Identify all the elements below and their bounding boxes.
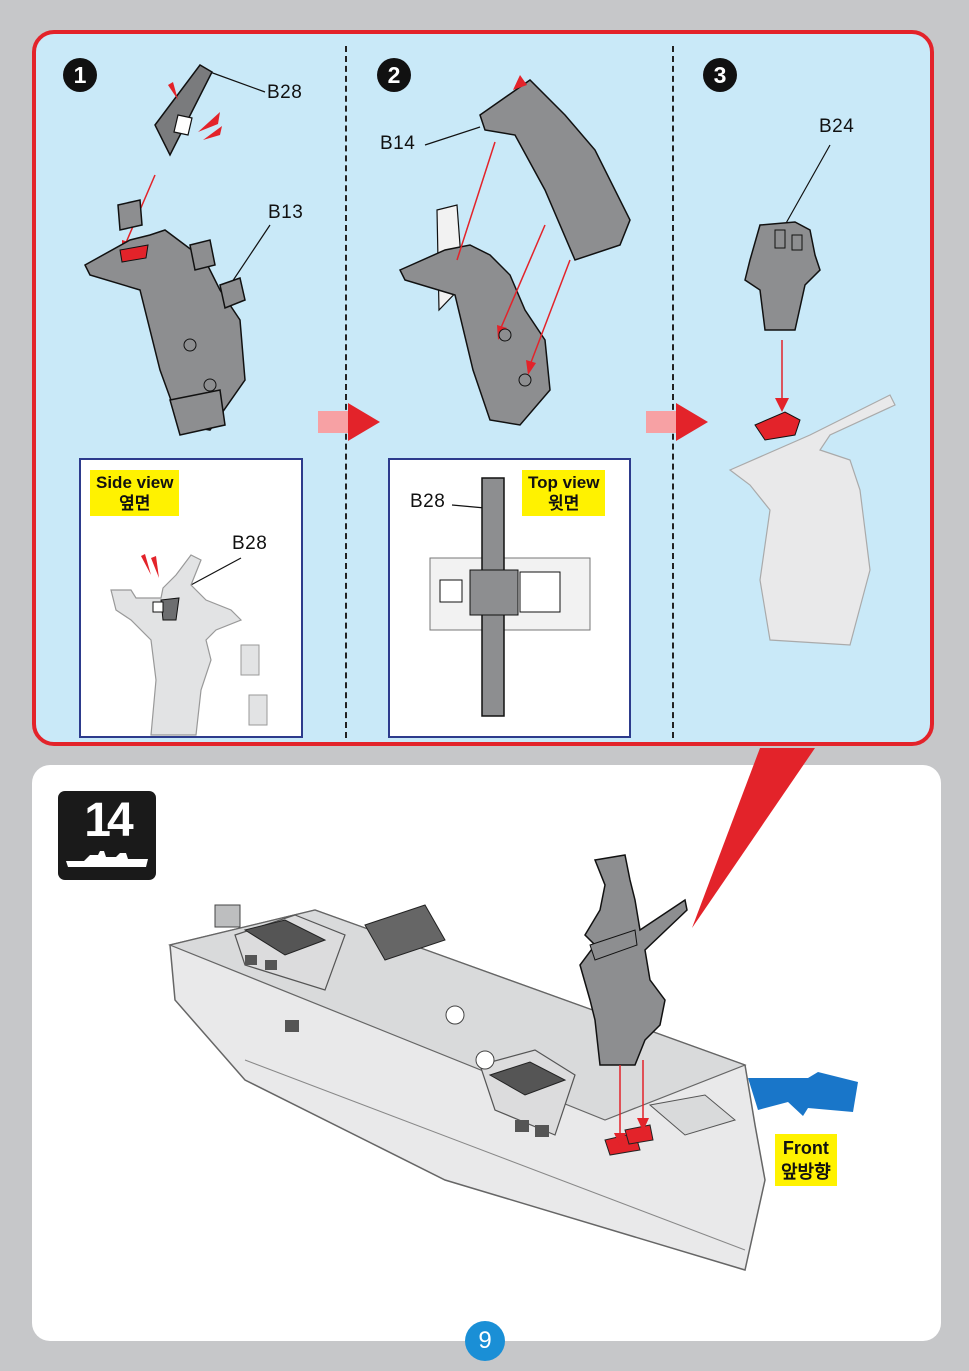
- top-view-part-label: B28: [410, 491, 446, 512]
- top-view-label-en: Top view: [528, 473, 600, 492]
- ship-silhouette-icon: [66, 851, 148, 867]
- side-view-label: Side view 옆면: [90, 470, 180, 516]
- main-step-number: 14: [84, 794, 133, 847]
- top-view-diagram: [429, 477, 591, 717]
- step-divider: [672, 46, 674, 738]
- front-label-en: Front: [782, 1138, 829, 1158]
- mast-tower-illustration: [579, 854, 688, 1146]
- callout-pointer: [692, 748, 815, 928]
- ship-hull-illustration: [168, 904, 766, 1271]
- step-number-3: 3: [703, 58, 737, 92]
- side-view-part-label: B28: [232, 533, 268, 554]
- top-view-label: Top view 윗면: [522, 470, 606, 516]
- step-divider: [345, 46, 347, 738]
- page-number: 9: [465, 1321, 505, 1361]
- front-direction-label: Front 앞방향: [775, 1134, 837, 1186]
- side-view-label-en: Side view: [96, 473, 174, 492]
- side-view-diagram: [110, 554, 268, 736]
- step-number-1: 1: [63, 58, 97, 92]
- part-label-b28: B28: [267, 82, 303, 103]
- front-label-ko: 앞방향: [781, 1162, 831, 1182]
- part-label-b14: B14: [380, 133, 416, 154]
- progress-arrow: [318, 403, 380, 441]
- top-view-label-ko: 윗면: [548, 494, 580, 513]
- step1-assembly-illustration: [84, 64, 271, 436]
- part-label-b24: B24: [819, 116, 855, 137]
- progress-arrow: [646, 403, 708, 441]
- side-view-label-ko: 옆면: [119, 494, 151, 513]
- main-step-badge: 14: [58, 791, 156, 880]
- front-direction-arrow: [748, 1072, 858, 1116]
- step-number-2: 2: [377, 58, 411, 92]
- step3-assembly-illustration: [728, 144, 896, 646]
- step2-assembly-illustration: [398, 75, 631, 426]
- part-label-b13: B13: [268, 202, 304, 223]
